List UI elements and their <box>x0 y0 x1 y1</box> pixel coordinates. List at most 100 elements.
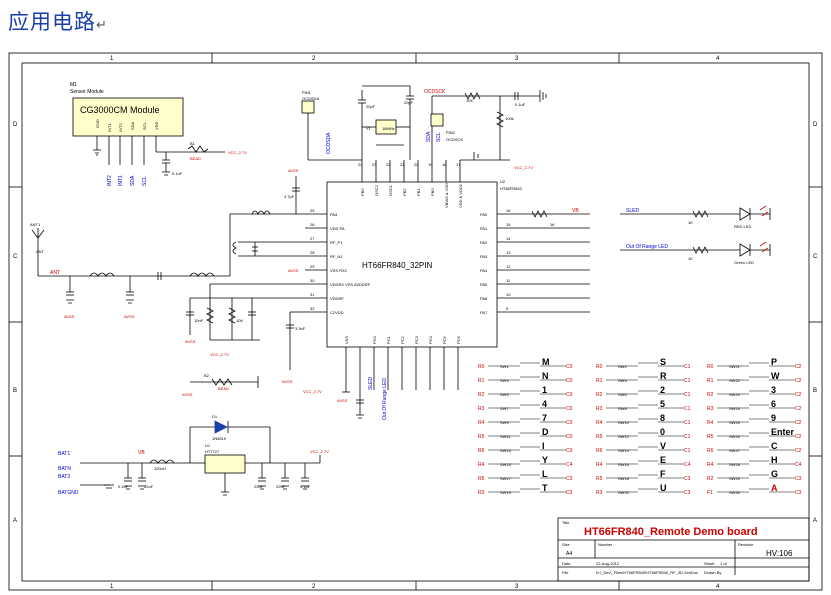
cap-01-pwr2: 0.1uF <box>300 484 311 489</box>
chip-right-pin-7: PA6 <box>480 296 488 301</box>
inductor: 100uH <box>154 466 166 471</box>
keypad-key-label: G <box>771 469 778 479</box>
chip-right-num-4: 13 <box>506 250 511 255</box>
keypad-row-net: R2 <box>707 476 714 482</box>
keypad-key-label: Y <box>542 455 548 465</box>
module-desc: Sensor Module <box>70 89 104 95</box>
keypad-row-net: R2 <box>596 392 603 398</box>
outer-frame <box>8 52 823 591</box>
chip-part: HT66FR840 <box>500 186 523 191</box>
keypad-row-net: R5 <box>596 476 603 482</box>
chip-right-pin-3: PA2 <box>480 240 488 245</box>
keypad-col-net: C1 <box>684 392 691 398</box>
cap-reset: 0.1uF <box>515 102 526 107</box>
keypad-col-net: C3 <box>684 490 691 496</box>
keypad-switch-ref: SW28 <box>729 462 741 467</box>
keypad-switch-ref: SW15 <box>500 462 512 467</box>
chip-top-num-5: 20 <box>414 162 419 167</box>
keypad-key-label: I <box>542 441 545 451</box>
keypad-switch-ref: SW2 <box>618 364 627 369</box>
chip-left-pin-3: RF_P1 <box>330 240 343 245</box>
keypad-switch-ref: SW14 <box>618 448 630 453</box>
keypad-col-net: C3 <box>566 490 573 496</box>
regulator-u1 <box>204 454 246 474</box>
res-10k-rf: 10K <box>236 318 243 323</box>
tb-sheet: 1 of <box>720 561 728 566</box>
module-pin-scl: SCL <box>142 121 147 130</box>
chip-left-num-4: 28 <box>310 250 315 255</box>
avss-7: AVSS <box>288 268 299 273</box>
keypad-row-net: R1 <box>707 378 714 384</box>
keypad-row-net: R5 <box>707 434 714 440</box>
net-int1: INT1 <box>118 175 124 186</box>
bead1-label: BEAD <box>190 156 201 161</box>
frame-col-1-bottom: 1 <box>110 584 114 590</box>
keypad-row-net: R2 <box>707 392 714 398</box>
keypad-key-label: 1 <box>542 385 547 395</box>
keypad-key-label: C <box>771 441 778 451</box>
net-ocd-data: OCDSDA <box>326 132 332 154</box>
ant-ref: ANT1 <box>30 222 41 227</box>
ocd-clk-pad <box>430 113 444 127</box>
keypad-row-net: R0 <box>478 364 485 370</box>
keypad-row-net: R4 <box>596 420 603 426</box>
chip-ref: U2 <box>500 179 506 184</box>
frame-row-c-left: C <box>13 254 18 260</box>
frame-col-3-top: 3 <box>515 56 519 62</box>
bat2-ref: BAT2 <box>58 474 70 480</box>
keypad-col-net: C0 <box>566 434 573 440</box>
tb-size-label: Size <box>562 542 571 547</box>
chip-bottom-pin-7: PC5 <box>442 335 447 344</box>
keypad-key-label: W <box>771 371 780 381</box>
keypad-key-label: L <box>542 469 548 479</box>
keypad-key-label: 2 <box>660 385 665 395</box>
net-scl2: SCL <box>436 132 442 142</box>
keypad-switch-ref: SW21 <box>729 364 741 369</box>
tb-sheet-label: Sheet <box>704 561 715 566</box>
keypad-col-net: C0 <box>566 406 573 412</box>
keypad-row-net: R5 <box>478 434 485 440</box>
keypad-col-net: C3 <box>684 476 691 482</box>
chip-left-pin-6: VDDRX VSS AVDDRF <box>330 282 371 287</box>
cap-module: 0.1uF <box>172 171 183 176</box>
cap-10n: 10nF <box>194 318 204 323</box>
res-100k: 100k <box>505 116 514 121</box>
keypad-key-label: F <box>660 469 666 479</box>
bead2-ref: B2 <box>204 373 210 378</box>
keypad-switch-ref: SW5 <box>500 392 509 397</box>
keypad-col-net: C2 <box>795 378 802 384</box>
keypad-row-net: R4 <box>707 420 714 426</box>
chip-right-pin-1: PA0 <box>480 212 488 217</box>
cap-47p: 4.7pF <box>284 194 295 199</box>
keypad-col-net: C2 <box>795 420 802 426</box>
chip-left-pin-1: PA4 <box>330 212 338 217</box>
chip-top-pin-8: VDD & VDD1 <box>458 183 463 208</box>
cap-33n: 3.3nF <box>295 326 306 331</box>
keypad-key-label: H <box>771 455 778 465</box>
avss-6: AVSS <box>337 398 348 403</box>
ocd-data-label: OCDSDA <box>302 96 319 101</box>
keypad-row-net: R6 <box>707 448 714 454</box>
net-sda: SDA <box>130 175 136 186</box>
frame-col-4-top: 4 <box>716 56 720 62</box>
tb-title: HT66FR840_Remote Demo board <box>584 526 758 538</box>
keypad-switch-ref: SW30 <box>729 490 741 495</box>
keypad-switch-ref: SW12 <box>618 434 630 439</box>
keypad-row-net: R3 <box>596 490 603 496</box>
led1-net: SLED <box>626 208 639 214</box>
frame-col-2-bottom: 2 <box>312 584 316 590</box>
keypad-key-label: 3 <box>771 385 776 395</box>
chip-bottom-pin-5: PC3 <box>414 335 419 344</box>
keypad-switch-ref: SW3 <box>500 378 509 383</box>
keypad-col-net: C4 <box>566 462 573 468</box>
chip-bottom-pin-2: PC0 <box>372 335 377 344</box>
chip-top-num-7: 18 <box>442 162 447 167</box>
